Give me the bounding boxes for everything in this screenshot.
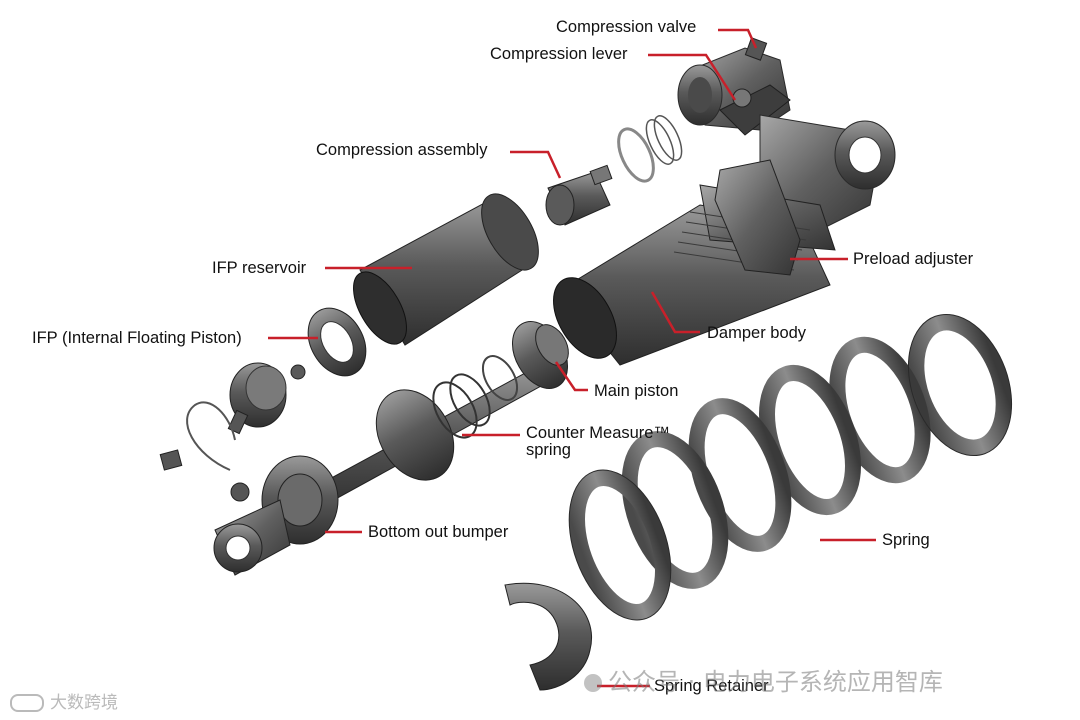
label-compression-assembly: Compression assembly: [316, 141, 488, 159]
leader-main-piston: [554, 361, 588, 392]
compression-assembly-part: [545, 164, 613, 226]
coil-spring-part: [569, 314, 1012, 621]
seal-rings: [617, 115, 683, 183]
label-bottom-out-bumper: Bottom out bumper: [368, 523, 509, 541]
label-preload-adjuster: Preload adjuster: [853, 250, 974, 268]
bottom-eyelet: [213, 482, 291, 576]
label-compression-valve: Compression valve: [556, 18, 697, 36]
label-ifp-reservoir: IFP reservoir: [212, 259, 307, 277]
label-spring-retainer: Spring Retainer: [654, 677, 769, 695]
leader-compression-assembly: [510, 150, 562, 179]
leader-lines: [268, 28, 876, 688]
leader-compression-valve: [718, 28, 758, 49]
label-ifp: IFP (Internal Floating Piston): [32, 329, 242, 347]
ifp-reservoir-part: [353, 193, 539, 346]
watermark-corner-text: 大数跨境: [50, 693, 118, 713]
label-compression-lever: Compression lever: [490, 45, 628, 63]
watermark-wechat: 公众号 · 电力电子系统应用智库: [584, 662, 943, 697]
watermark-corner: 大数跨境: [10, 688, 118, 713]
leader-compression-lever: [648, 53, 737, 101]
spring-retainer-part: [504, 582, 592, 691]
snap-ring-part: [186, 401, 236, 471]
watermark-wechat-text: 公众号 · 电力电子系统应用智库: [608, 668, 943, 696]
nut-part: [159, 449, 183, 471]
label-damper-body: Damper body: [707, 324, 807, 342]
counter-measure-spring-part: [375, 373, 491, 481]
compression-lever-part: [719, 84, 791, 136]
leader-damper-body: [650, 291, 700, 334]
label-counter-measure-line2: spring: [526, 441, 571, 459]
corner-logo-icon: [10, 694, 44, 712]
coil-spring-outline: [568, 313, 1013, 621]
label-counter-measure-line1: Counter Measure™: [526, 424, 670, 442]
main-piston-part: [481, 321, 569, 401]
label-main-piston: Main piston: [594, 382, 679, 400]
ifp-ring-part: [307, 307, 367, 377]
wechat-icon: [584, 674, 602, 692]
ifp-piston-part: [227, 362, 306, 435]
preload-adjuster-part: [714, 159, 801, 276]
label-spring: Spring: [882, 531, 930, 549]
